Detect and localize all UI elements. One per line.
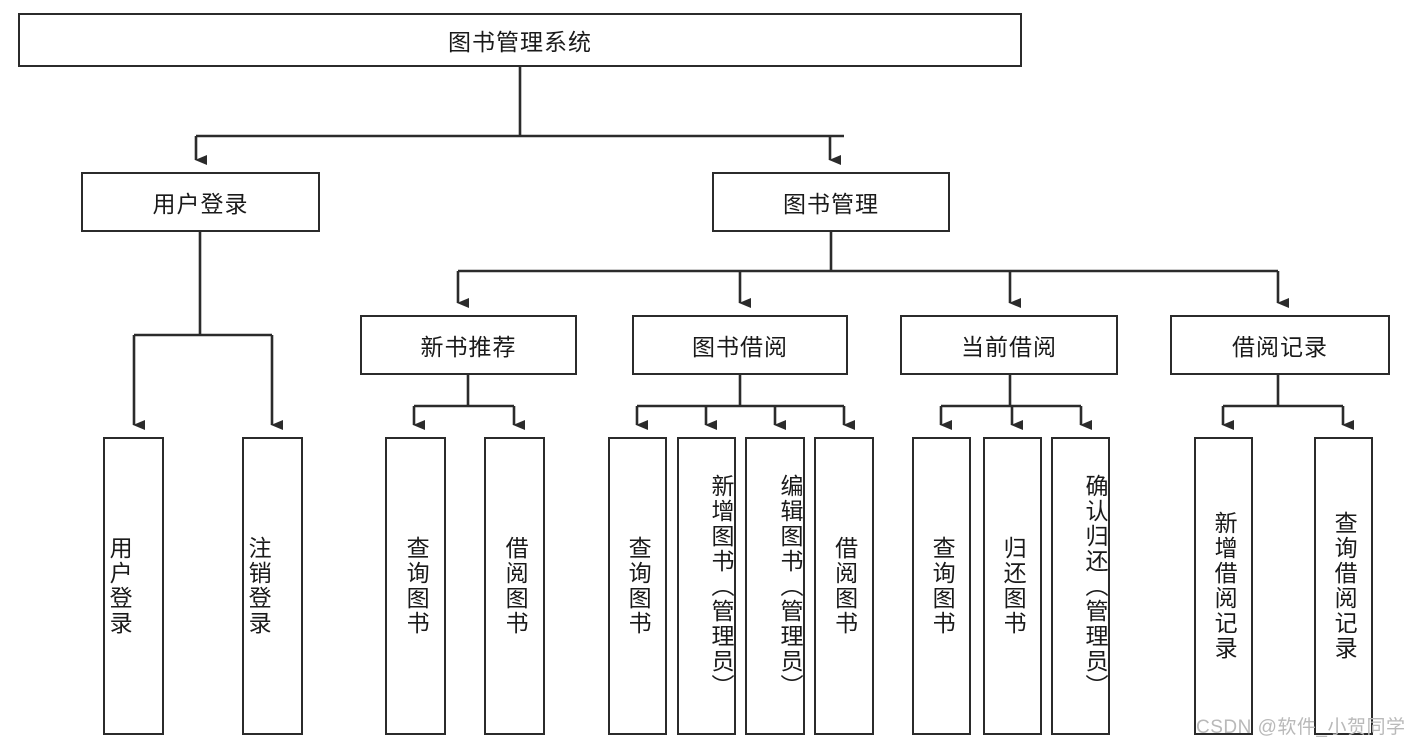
node-borrow-record-label: 借阅记录 xyxy=(1232,334,1328,360)
node-leaf-add-book-label: 新增图书（管理员） xyxy=(708,473,734,699)
node-new-book-recommend-label: 新书推荐 xyxy=(420,334,517,360)
node-new-book-recommend[interactable]: 新书推荐 xyxy=(360,315,577,375)
node-leaf-borrow-book-1-label: 借阅图书 xyxy=(502,536,529,636)
node-book-borrow[interactable]: 图书借阅 xyxy=(632,315,848,375)
node-leaf-add-borrow-record-label: 新增借阅记录 xyxy=(1211,511,1238,661)
node-leaf-user-login-label: 用户登录 xyxy=(106,536,133,636)
node-leaf-query-book-3[interactable]: 查询图书 xyxy=(912,437,971,735)
edge-group-book-borrow xyxy=(635,375,855,430)
node-borrow-record[interactable]: 借阅记录 xyxy=(1170,315,1390,375)
node-leaf-query-book-3-label: 查询图书 xyxy=(929,536,956,636)
node-leaf-add-book[interactable]: 新增图书（管理员） xyxy=(677,437,736,735)
edge-group-current-borrow xyxy=(939,375,1092,430)
node-current-borrow-label: 当前借阅 xyxy=(961,334,1057,360)
node-leaf-query-borrow-record-label: 查询借阅记录 xyxy=(1331,511,1358,661)
node-book-borrow-label: 图书借阅 xyxy=(692,334,788,360)
node-leaf-query-book-2-label: 查询图书 xyxy=(625,536,652,636)
node-leaf-user-logout[interactable]: 注销登录 xyxy=(242,437,303,735)
node-leaf-user-logout-label: 注销登录 xyxy=(245,536,272,636)
edge-group-new-book-recommend xyxy=(412,375,525,430)
node-leaf-confirm-return[interactable]: 确认归还（管理员） xyxy=(1051,437,1110,735)
edge-group-user-login xyxy=(132,232,283,430)
node-leaf-borrow-book-2[interactable]: 借阅图书 xyxy=(814,437,874,735)
node-root[interactable]: 图书管理系统 xyxy=(18,13,1022,67)
node-leaf-add-borrow-record[interactable]: 新增借阅记录 xyxy=(1194,437,1253,735)
node-leaf-return-book[interactable]: 归还图书 xyxy=(983,437,1042,735)
node-leaf-query-book-2[interactable]: 查询图书 xyxy=(608,437,667,735)
node-book-manage[interactable]: 图书管理 xyxy=(712,172,950,232)
node-leaf-borrow-book-2-label: 借阅图书 xyxy=(831,536,858,636)
node-user-login[interactable]: 用户登录 xyxy=(81,172,320,232)
node-leaf-edit-book-label: 编辑图书（管理员） xyxy=(777,473,803,699)
node-leaf-query-borrow-record[interactable]: 查询借阅记录 xyxy=(1314,437,1373,735)
node-leaf-query-book-1-label: 查询图书 xyxy=(403,536,430,636)
node-leaf-return-book-label: 归还图书 xyxy=(1000,536,1027,636)
node-leaf-confirm-return-label: 确认归还（管理员） xyxy=(1082,473,1108,699)
edge-group-root xyxy=(194,67,844,165)
node-current-borrow[interactable]: 当前借阅 xyxy=(900,315,1118,375)
edge-group-book-manage xyxy=(456,232,1289,308)
node-leaf-edit-book[interactable]: 编辑图书（管理员） xyxy=(745,437,805,735)
node-leaf-borrow-book-1[interactable]: 借阅图书 xyxy=(484,437,545,735)
node-root-label: 图书管理系统 xyxy=(448,29,592,55)
node-leaf-query-book-1[interactable]: 查询图书 xyxy=(385,437,446,735)
node-leaf-user-login[interactable]: 用户登录 xyxy=(103,437,164,735)
node-book-manage-label: 图书管理 xyxy=(783,191,879,217)
node-user-login-label: 用户登录 xyxy=(152,191,249,217)
edge-group-borrow-record xyxy=(1221,375,1354,430)
